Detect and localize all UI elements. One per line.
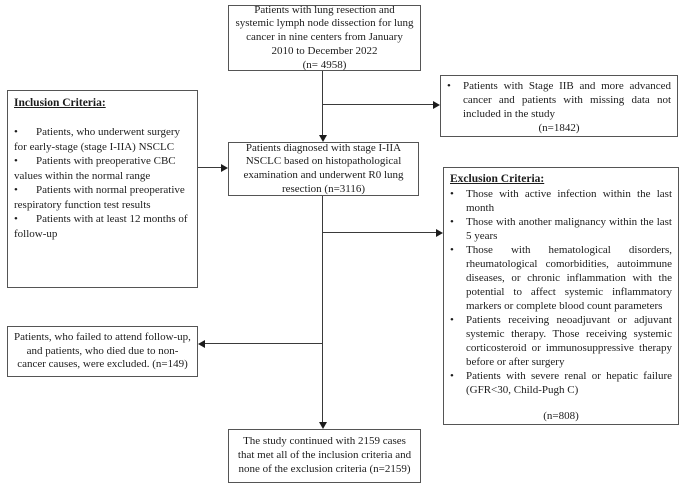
box-diagnosed-cohort: Patients diagnosed with stage I-IIA NSCL… xyxy=(228,142,419,196)
excluded-advanced-n: (n=1842) xyxy=(538,121,580,134)
exclusion-item-text: Those with active infection within the l… xyxy=(466,188,672,215)
exclusion-item: • Patients with severe renal or hepatic f… xyxy=(450,370,672,398)
exclusion-item: • Patients receiving neoadjuvant or adjuv… xyxy=(450,314,672,370)
box-final-cohort: The study continued with 2159 cases that… xyxy=(228,429,421,483)
initial-cohort-n: (n= 4958) xyxy=(302,58,347,71)
bullet-icon: • xyxy=(14,184,18,197)
arrowhead-down-diagnosed xyxy=(319,135,327,142)
flow-line-to-exclusion xyxy=(322,232,437,233)
bullet-icon: • xyxy=(14,126,18,139)
inclusion-item: •Patients with at least 12 months of fol… xyxy=(14,212,191,241)
bullet-icon: • xyxy=(450,369,454,382)
initial-cohort-text: Patients with lung resection and systemi… xyxy=(235,3,414,57)
exclusion-item: • Those with active infection within the … xyxy=(450,188,672,216)
box-inclusion-criteria: Inclusion Criteria: •Patients, who under… xyxy=(7,90,198,288)
flow-line-initial-to-diagnosed xyxy=(322,71,323,136)
excluded-advanced-text: Patients with Stage IIB and more advance… xyxy=(463,80,671,120)
bullet-icon: • xyxy=(14,155,18,168)
box-excluded-advanced-stage: • Patients with Stage IIB and more advanc… xyxy=(440,75,678,137)
flow-line-inclusion-to-diagnosed xyxy=(198,167,222,168)
bullet-icon: • xyxy=(14,213,18,226)
inclusion-item-text: Patients with at least 12 months of foll… xyxy=(14,213,188,240)
bullet-icon: • xyxy=(447,80,451,92)
inclusion-item: •Patients with normal preoperative respi… xyxy=(14,183,191,212)
inclusion-criteria-title: Inclusion Criteria: xyxy=(14,97,106,109)
flow-line-diagnosed-to-final xyxy=(322,196,323,422)
bullet-icon: • xyxy=(450,216,454,229)
exclusion-item-text: Patients with severe renal or hepatic fa… xyxy=(466,369,672,396)
arrowhead-right-diagnosed xyxy=(221,164,228,172)
exclusion-item-text: Those with another malignancy within the… xyxy=(466,216,672,243)
bullet-icon: • xyxy=(450,314,454,327)
inclusion-item: •Patients, who underwent surgery for ear… xyxy=(14,125,191,154)
excluded-followup-text: Patients, who failed to attend follow-up… xyxy=(14,330,191,371)
arrowhead-down-final xyxy=(319,422,327,429)
arrowhead-right-exclusion xyxy=(436,229,443,237)
bullet-icon: • xyxy=(450,244,454,257)
box-excluded-followup: Patients, who failed to attend follow-up… xyxy=(7,326,198,377)
inclusion-item-text: Patients, who underwent surgery for earl… xyxy=(14,126,180,153)
spacer xyxy=(14,112,191,125)
exclusion-item: • Those with another malignancy within th… xyxy=(450,216,672,244)
exclusion-item: • Those with hematological disorders, rhe… xyxy=(450,244,672,314)
final-cohort-text: The study continued with 2159 cases that… xyxy=(237,435,412,475)
inclusion-item-text: Patients with normal preoperative respir… xyxy=(14,184,185,211)
box-initial-cohort: Patients with lung resection and systemi… xyxy=(228,3,421,71)
exclusion-criteria-title: Exclusion Criteria: xyxy=(450,173,545,185)
box-exclusion-criteria: Exclusion Criteria: • Those with active i… xyxy=(443,167,679,425)
exclusion-item-text: Those with hematological disorders, rheu… xyxy=(466,244,672,313)
bullet-icon: • xyxy=(450,188,454,201)
flow-line-to-followup-excluded xyxy=(204,343,323,344)
diagnosed-cohort-text: Patients diagnosed with stage I-IIA NSCL… xyxy=(243,141,404,195)
exclusion-item-text: Patients receiving neoadjuvant or adjuva… xyxy=(466,314,672,368)
flow-line-to-advanced-stage xyxy=(322,104,434,105)
arrowhead-left-followup xyxy=(198,340,205,348)
exclusion-n: (n=808) xyxy=(543,409,579,422)
arrowhead-right-advanced-stage xyxy=(433,101,440,109)
inclusion-item: •Patients with preoperative CBC values w… xyxy=(14,154,191,183)
excluded-advanced-item: • Patients with Stage IIB and more advanc… xyxy=(447,80,671,122)
inclusion-item-text: Patients with preoperative CBC values wi… xyxy=(14,155,176,182)
